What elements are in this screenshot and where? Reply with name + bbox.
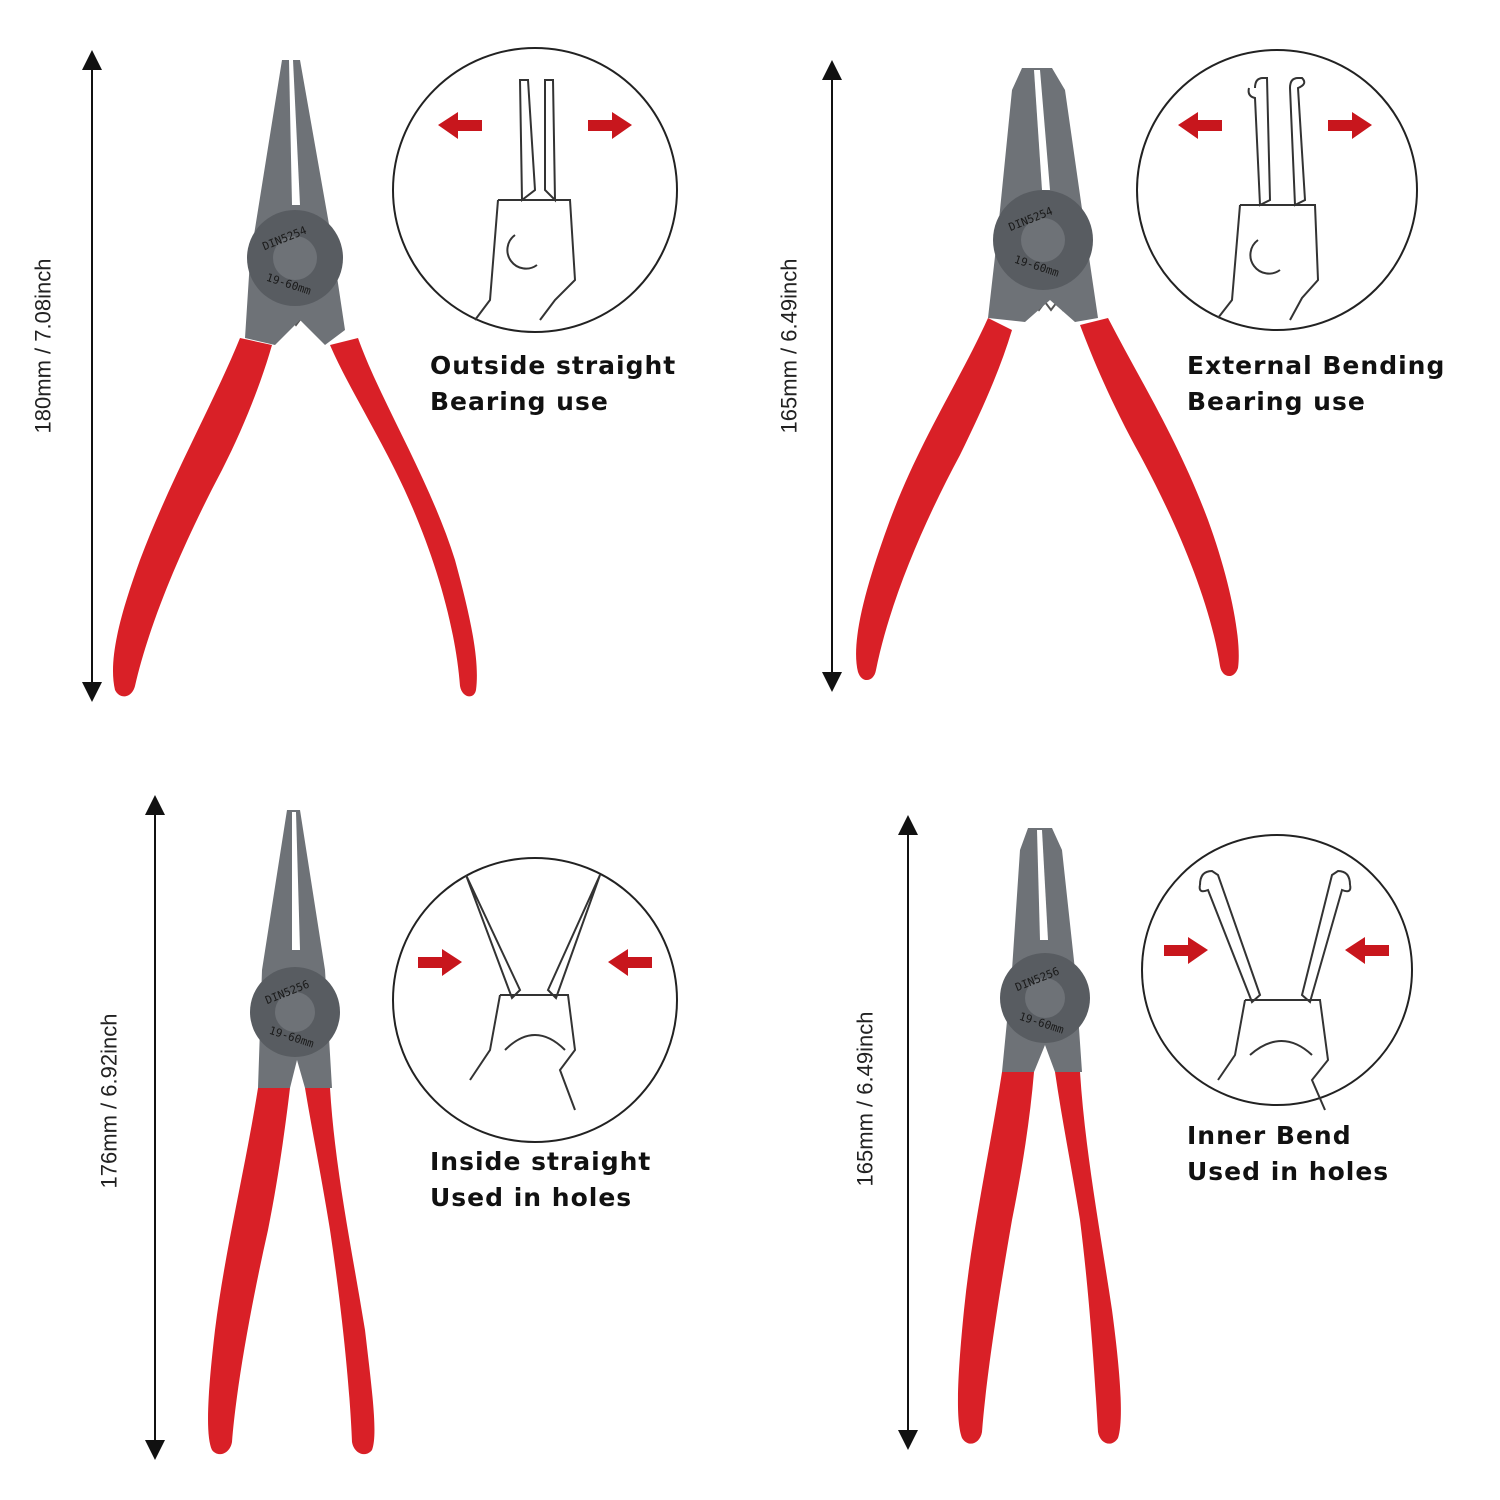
caption-line-2: Bearing use (1187, 387, 1366, 416)
panel-inner-bend: DIN5256 19-60mm 165mm / 6.49inch Inner B… (750, 750, 1500, 1500)
inner-bent-plier-diagram-icon (1141, 834, 1413, 1111)
dimension-label: 180mm / 7.08inch (30, 258, 56, 434)
jaw-slot (292, 812, 300, 950)
external-bent-plier-diagram-icon (1136, 49, 1418, 331)
caption: Inner Bend Used in holes (1187, 1118, 1389, 1190)
inside-straight-plier-diagram-icon (392, 857, 678, 1143)
left-handle (957, 1072, 1034, 1444)
panel-3-artwork: DIN5256 19-60mm (145, 795, 678, 1460)
right-handle (1080, 318, 1239, 677)
panel-2-artwork: DIN5254 19-60mm (822, 49, 1418, 692)
right-handle (1055, 1072, 1121, 1444)
caption-line-1: Inner Bend (1187, 1121, 1352, 1150)
panel-4-artwork: DIN5256 19-60mm (898, 815, 1413, 1450)
caption: Inside straight Used in holes (430, 1144, 651, 1216)
caption-line-2: Used in holes (1187, 1157, 1390, 1186)
left-handle (856, 318, 1012, 681)
panel-1-artwork: DIN5254 19-60mm (82, 47, 678, 702)
jaw-slot (289, 60, 300, 205)
caption-line-2: Used in holes (430, 1183, 633, 1212)
panel-inside-straight: DIN5256 19-60mm 176mm / 6.92inch Inside … (0, 750, 750, 1500)
jaw-slot (1037, 830, 1048, 940)
left-handle (208, 1088, 290, 1455)
left-handle (112, 338, 272, 697)
caption-line-2: Bearing use (430, 387, 609, 416)
caption: Outside straight Bearing use (430, 348, 676, 420)
caption-line-1: Inside straight (430, 1147, 652, 1176)
caption: External Bending Bearing use (1187, 348, 1445, 420)
caption-line-1: External Bending (1187, 351, 1446, 380)
right-handle (305, 1088, 375, 1455)
dimension-label: 165mm / 6.49inch (852, 1011, 878, 1187)
outside-straight-plier-diagram-icon (392, 47, 678, 333)
right-handle (330, 338, 477, 697)
dimension-label: 165mm / 6.49inch (776, 258, 802, 434)
panel-external-bending: DIN5254 19-60mm 165mm / 6.49inch Externa… (750, 0, 1500, 750)
dimension-label: 176mm / 6.92inch (96, 1013, 122, 1189)
panel-outside-straight: DIN5254 19-60mm 180mm / 7.08inch Outside… (0, 0, 750, 750)
jaw-slot (1034, 70, 1050, 190)
caption-line-1: Outside straight (430, 351, 677, 380)
